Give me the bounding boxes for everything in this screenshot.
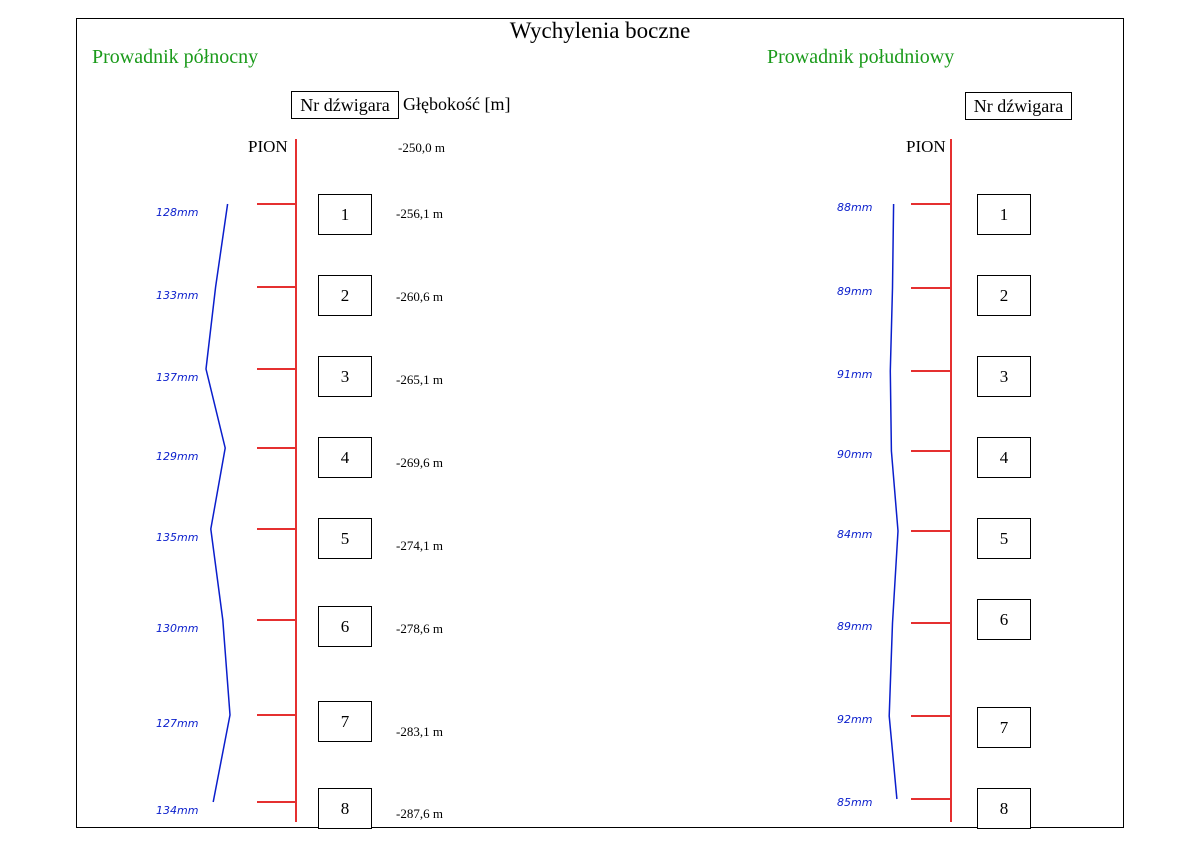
south-girder-box: 2 — [977, 275, 1031, 316]
north-girder-box: 4 — [318, 437, 372, 478]
north-deflection-label: 127mm — [156, 717, 199, 730]
south-girder-header: Nr dźwigara — [965, 92, 1072, 120]
north-girder-box: 7 — [318, 701, 372, 742]
south-deflection-label: 89mm — [837, 620, 873, 633]
north-girder-tick — [257, 528, 296, 530]
top-depth-label: -250,0 m — [398, 140, 445, 155]
north-girder-tick — [257, 619, 296, 621]
north-deflection-label: 134mm — [156, 804, 199, 817]
south-guide-heading: Prowadnik południowy — [767, 46, 955, 68]
north-depth-label: -265,1 m — [396, 372, 443, 387]
south-girder-tick — [911, 450, 951, 452]
north-girder-box: 3 — [318, 356, 372, 397]
north-pion-label: PION — [248, 137, 288, 156]
south-girder-tick — [911, 203, 951, 205]
south-girder-box: 7 — [977, 707, 1031, 748]
north-deflection-label: 135mm — [156, 531, 199, 544]
north-girder-header: Nr dźwigara — [291, 91, 399, 119]
south-girder-tick — [911, 530, 951, 532]
north-depth-label: -274,1 m — [396, 538, 443, 553]
south-girder-box: 3 — [977, 356, 1031, 397]
north-pion-line — [295, 139, 297, 822]
south-girder-tick — [911, 622, 951, 624]
north-girder-tick — [257, 203, 296, 205]
south-pion-label: PION — [906, 137, 946, 156]
north-depth-label: -260,6 m — [396, 289, 443, 304]
south-deflection-label: 90mm — [837, 448, 873, 461]
north-girder-tick — [257, 286, 296, 288]
north-deflection-label: 133mm — [156, 289, 199, 302]
north-girder-tick — [257, 368, 296, 370]
north-depth-label: -287,6 m — [396, 806, 443, 821]
north-girder-tick — [257, 447, 296, 449]
north-depth-label: -256,1 m — [396, 206, 443, 221]
south-deflection-label: 91mm — [837, 368, 873, 381]
diagram-title: Wychylenia boczne — [509, 18, 691, 43]
north-girder-box: 5 — [318, 518, 372, 559]
depth-header: Głębokość [m] — [403, 94, 511, 114]
north-guide-heading: Prowadnik północny — [92, 46, 259, 68]
north-girder-box: 8 — [318, 788, 372, 829]
south-deflection-label: 84mm — [837, 528, 873, 541]
north-deflection-label: 137mm — [156, 371, 199, 384]
south-deflection-curve — [888, 203, 899, 800]
north-girder-box: 6 — [318, 606, 372, 647]
south-girder-box: 5 — [977, 518, 1031, 559]
north-depth-label: -278,6 m — [396, 621, 443, 636]
drawing-frame — [76, 18, 1124, 828]
south-deflection-label: 88mm — [837, 201, 873, 214]
north-girder-tick — [257, 801, 296, 803]
north-depth-label: -269,6 m — [396, 455, 443, 470]
north-deflection-curve — [205, 203, 231, 803]
north-girder-tick — [257, 714, 296, 716]
north-girder-box: 2 — [318, 275, 372, 316]
south-girder-box: 4 — [977, 437, 1031, 478]
south-girder-tick — [911, 798, 951, 800]
south-girder-box: 6 — [977, 599, 1031, 640]
north-deflection-label: 129mm — [156, 450, 199, 463]
north-deflection-label: 130mm — [156, 622, 199, 635]
north-deflection-label: 128mm — [156, 206, 199, 219]
south-deflection-label: 85mm — [837, 796, 873, 809]
south-deflection-label: 92mm — [837, 713, 873, 726]
south-girder-box: 1 — [977, 194, 1031, 235]
south-girder-tick — [911, 370, 951, 372]
south-deflection-label: 89mm — [837, 285, 873, 298]
south-girder-tick — [911, 287, 951, 289]
south-girder-box: 8 — [977, 788, 1031, 829]
south-girder-tick — [911, 715, 951, 717]
south-pion-line — [950, 139, 952, 822]
north-girder-box: 1 — [318, 194, 372, 235]
north-depth-label: -283,1 m — [396, 724, 443, 739]
